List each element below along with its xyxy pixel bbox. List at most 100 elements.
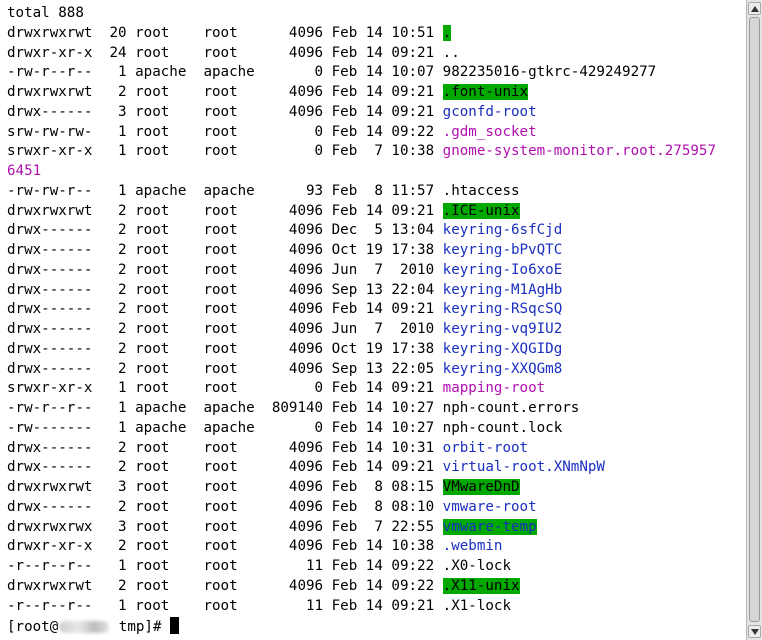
file-date: Feb 14 10:31 [323, 439, 435, 456]
listing-row: drwx------ 2 root root 4096 Oct 19 17:38… [7, 241, 716, 261]
link-count: 1 [92, 400, 127, 416]
file-date: Oct 19 17:38 [323, 340, 435, 357]
text-cursor [170, 617, 180, 634]
file-group: root [194, 538, 264, 555]
file-group: root [194, 143, 264, 160]
file-permissions: -rw-rw-r-- [7, 182, 93, 199]
link-count: 2 [92, 459, 127, 476]
file-size: 4096 [263, 498, 324, 515]
file-name: gconfd-root [442, 103, 537, 120]
file-permissions: drwx------ [7, 103, 93, 120]
file-date: Sep 13 22:04 [323, 281, 435, 298]
file-owner: root [126, 123, 195, 140]
file-owner: root [126, 360, 195, 377]
listing-row: drwx------ 2 root root 4096 Oct 19 17:38… [7, 340, 716, 360]
link-count: 2 [92, 340, 127, 357]
listing-row: srwxr-xr-x 1 root root 0 Feb 14 09:21 ma… [7, 379, 716, 399]
file-group: root [194, 123, 264, 140]
file-owner: root [126, 202, 195, 219]
file-size: 4096 [263, 439, 324, 456]
link-count: 2 [92, 301, 127, 318]
total-line: total 888 [7, 5, 84, 21]
file-owner: root [126, 44, 195, 61]
file-size: 0 [263, 64, 324, 81]
file-name-continuation: 6451 [7, 163, 42, 179]
file-date: Feb 8 08:15 [323, 479, 435, 495]
file-permissions: drwxrwxrwt [7, 479, 93, 495]
file-permissions: drwx------ [7, 340, 93, 357]
file-owner: apache [126, 182, 195, 199]
file-size: 4096 [263, 321, 324, 337]
listing-row: drwx------ 2 root root 4096 Feb 14 10:31… [7, 439, 716, 459]
file-size: 4096 [263, 577, 324, 594]
file-date: Jun 7 2010 [323, 321, 435, 337]
file-name: keyring-M1AgHb [442, 281, 563, 298]
file-group: root [194, 577, 264, 594]
link-count: 1 [92, 123, 127, 140]
file-name: .ICE-unix [442, 202, 520, 219]
file-permissions: -rw-r--r-- [7, 400, 93, 416]
link-count: 1 [92, 419, 127, 436]
file-size: 11 [263, 558, 324, 574]
scroll-up-button[interactable] [748, 2, 761, 15]
file-permissions: drwx------ [7, 498, 93, 515]
file-date: Feb 14 09:22 [323, 558, 435, 574]
listing-row: -rw-r--r-- 1 apache apache 0 Feb 14 10:0… [7, 63, 716, 83]
file-owner: root [126, 518, 195, 535]
file-size: 93 [263, 182, 324, 199]
file-name: 982235016-gtkrc-429249277 [442, 64, 657, 81]
vertical-scrollbar[interactable] [746, 0, 762, 640]
file-permissions: -r--r--r-- [7, 558, 93, 574]
file-permissions: drwxr-xr-x [7, 44, 93, 61]
file-name: keyring-6sfCjd [442, 222, 563, 239]
file-size: 4096 [263, 84, 324, 100]
file-group: root [194, 222, 264, 239]
file-date: Oct 19 17:38 [323, 242, 435, 258]
file-date: Feb 14 09:21 [323, 380, 435, 397]
listing-row: srw-rw-rw- 1 root root 0 Feb 14 09:22 .g… [7, 123, 716, 143]
link-count: 2 [92, 242, 127, 258]
file-size: 4096 [263, 360, 324, 377]
file-group: root [194, 518, 264, 535]
file-size: 4096 [263, 202, 324, 219]
file-size: 4096 [263, 518, 324, 535]
listing-row: -rw-r--r-- 1 apache apache 809140 Feb 14… [7, 399, 716, 419]
file-date: Feb 14 09:21 [323, 103, 435, 120]
file-permissions: srwxr-xr-x [7, 380, 93, 397]
file-group: root [194, 321, 264, 337]
file-date: Feb 14 09:22 [323, 577, 435, 594]
file-group: apache [194, 400, 264, 416]
file-date: Feb 8 11:57 [323, 182, 435, 199]
file-group: root [194, 439, 264, 456]
file-owner: root [126, 103, 195, 120]
listing-row: drwxrwxrwt 20 root root 4096 Feb 14 10:5… [7, 24, 716, 44]
file-owner: root [126, 340, 195, 357]
terminal-window[interactable]: total 888 drwxrwxrwt 20 root root 4096 F… [0, 0, 746, 640]
scroll-down-button[interactable] [748, 625, 761, 638]
file-owner: root [126, 439, 195, 456]
file-date: Feb 14 10:27 [323, 400, 435, 416]
listing-row: -rw-rw-r-- 1 apache apache 93 Feb 8 11:5… [7, 182, 716, 202]
file-owner: root [126, 459, 195, 476]
file-name: .webmin [442, 538, 503, 555]
file-group: root [194, 202, 264, 219]
file-name: keyring-Io6xoE [442, 261, 563, 278]
file-date: Sep 13 22:05 [323, 360, 435, 377]
link-count: 1 [92, 64, 127, 81]
listing-row: drwxrwxrwt 3 root root 4096 Feb 8 08:15 … [7, 478, 716, 498]
file-name: . [442, 24, 452, 41]
file-name: .X0-lock [442, 558, 512, 574]
file-date: Feb 14 09:21 [323, 44, 435, 61]
link-count: 2 [92, 281, 127, 298]
file-permissions: srwxr-xr-x [7, 143, 93, 160]
file-group: apache [194, 64, 264, 81]
file-size: 4096 [263, 242, 324, 258]
scrollbar-thumb[interactable] [749, 17, 760, 622]
file-owner: root [126, 281, 195, 298]
file-permissions: drwx------ [7, 301, 93, 318]
file-date: Feb 14 09:21 [323, 202, 435, 219]
shell-prompt[interactable]: [root@ tmp]# [7, 617, 180, 636]
file-permissions: srw-rw-rw- [7, 123, 93, 140]
file-owner: root [126, 380, 195, 397]
file-date: Feb 14 09:21 [323, 84, 435, 100]
